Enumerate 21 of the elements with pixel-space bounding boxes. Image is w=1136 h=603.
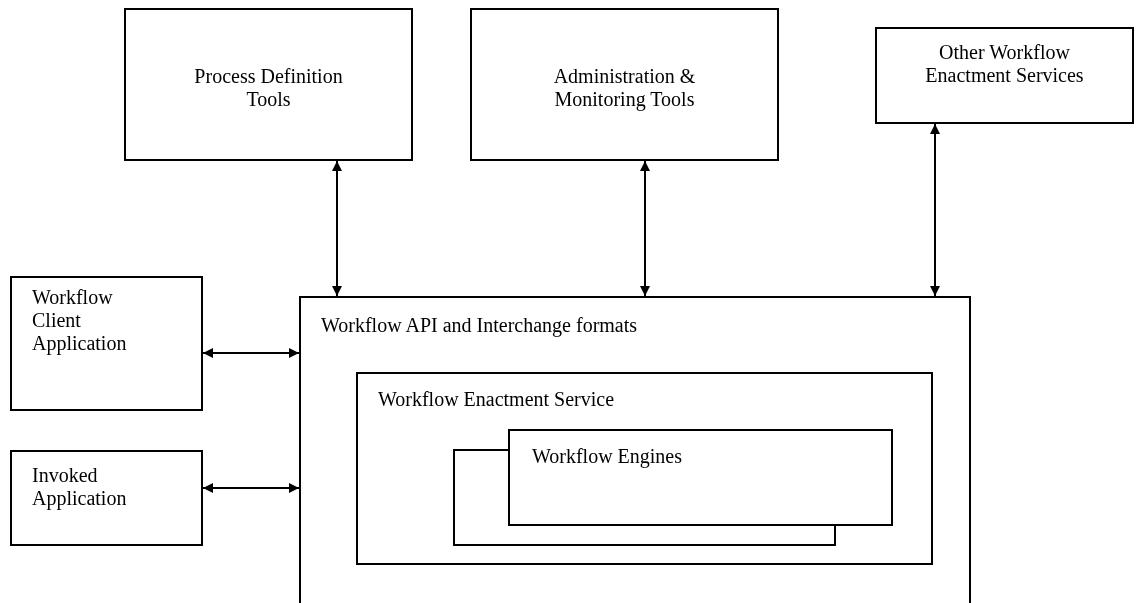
node-label: Workflow API and Interchange formats (321, 314, 638, 337)
double-arrow (640, 160, 650, 297)
stacked-boxes (453, 429, 893, 546)
double-arrow (202, 348, 300, 358)
node-label: Workflow Engines (532, 445, 683, 468)
double-arrow (332, 160, 342, 297)
node-label: Workflow Enactment Service (378, 388, 615, 411)
node-label: Process Definition Tools (193, 65, 344, 111)
container-box (299, 296, 971, 603)
node-label: Other Workflow Enactment Services (924, 41, 1085, 87)
double-arrow (930, 123, 940, 297)
node-label: Workflow Client Application (32, 286, 128, 355)
double-arrow (202, 483, 300, 493)
container-box (356, 372, 933, 565)
node-label: Administration & Monitoring Tools (552, 65, 697, 111)
process-box (10, 450, 203, 546)
process-box (875, 27, 1134, 124)
node-label: Invoked Application (32, 464, 128, 510)
process-box (10, 276, 203, 411)
process-box (470, 8, 779, 161)
process-box (124, 8, 413, 161)
